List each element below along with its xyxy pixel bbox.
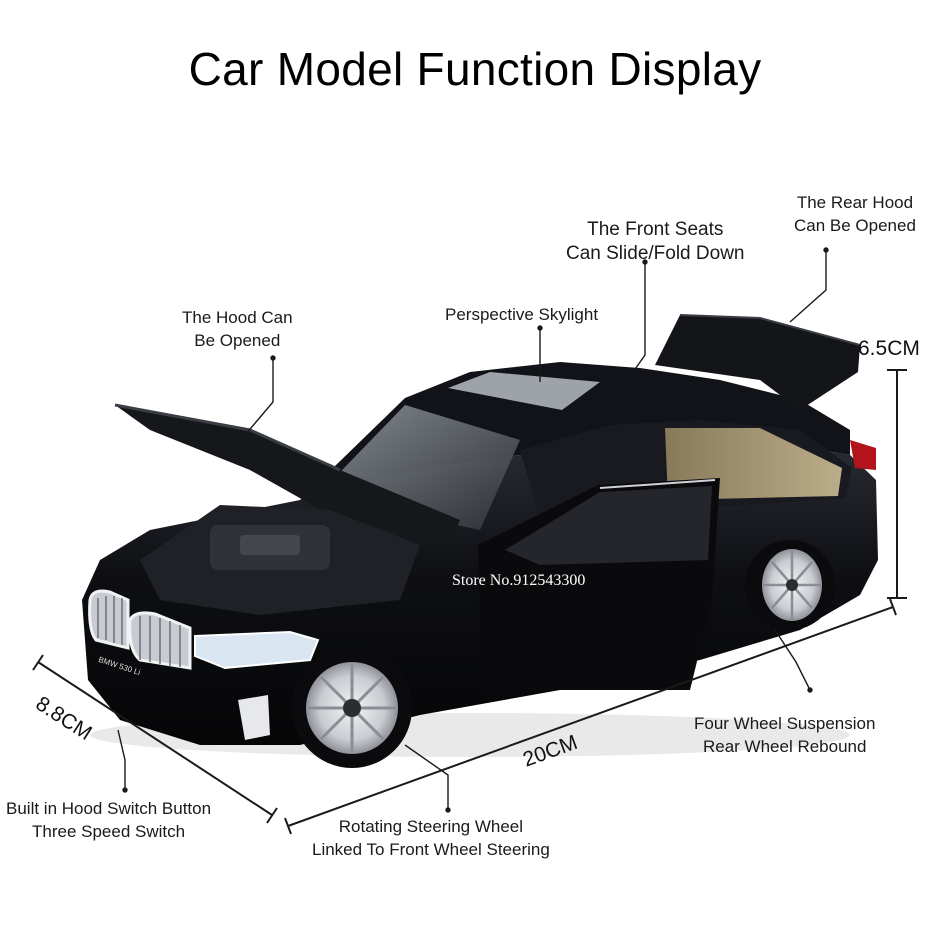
label-rear-hood-line2: Can Be Opened <box>794 216 916 235</box>
label-front-seats-line2: Can Slide/Fold Down <box>566 243 745 264</box>
page-title: Car Model Function Display <box>188 43 762 95</box>
label-steering-line2: Linked To Front Wheel Steering <box>312 840 550 859</box>
dimension-height: 6.5CM <box>858 337 920 360</box>
fog-light <box>238 695 270 740</box>
rear-wheel <box>745 540 835 630</box>
label-switch: Built in Hood Switch Button Three Speed … <box>6 797 211 843</box>
label-suspension-line1: Four Wheel Suspension <box>694 714 876 733</box>
dimension-lines <box>32 369 907 835</box>
label-steering: Rotating Steering Wheel Linked To Front … <box>312 815 550 861</box>
callout-lines <box>117 247 829 813</box>
label-suspension: Four Wheel Suspension Rear Wheel Rebound <box>694 712 875 758</box>
label-front-seats: The Front Seats Can Slide/Fold Down <box>566 218 744 266</box>
label-switch-line2: Three Speed Switch <box>31 822 186 841</box>
label-skylight-line1: Perspective Skylight <box>445 305 599 324</box>
label-hood-line1: The Hood Can <box>182 308 293 327</box>
label-steering-line1: Rotating Steering Wheel <box>338 817 524 836</box>
label-skylight: Perspective Skylight <box>445 303 598 326</box>
label-hood-line2: Be Opened <box>194 331 281 350</box>
label-hood: The Hood Can Be Opened <box>182 306 293 352</box>
headlight <box>194 630 320 670</box>
front-wheel <box>292 648 412 768</box>
car-body <box>82 314 878 757</box>
label-front-seats-line1: The Front Seats <box>587 219 724 240</box>
store-watermark: Store No.912543300 <box>452 572 586 589</box>
label-rear-hood: The Rear Hood Can Be Opened <box>794 191 916 237</box>
label-suspension-line2: Rear Wheel Rebound <box>702 737 867 756</box>
label-rear-hood-line1: The Rear Hood <box>796 193 914 212</box>
label-switch-line1: Built in Hood Switch Button <box>6 799 212 818</box>
kidney-grille <box>88 589 192 670</box>
